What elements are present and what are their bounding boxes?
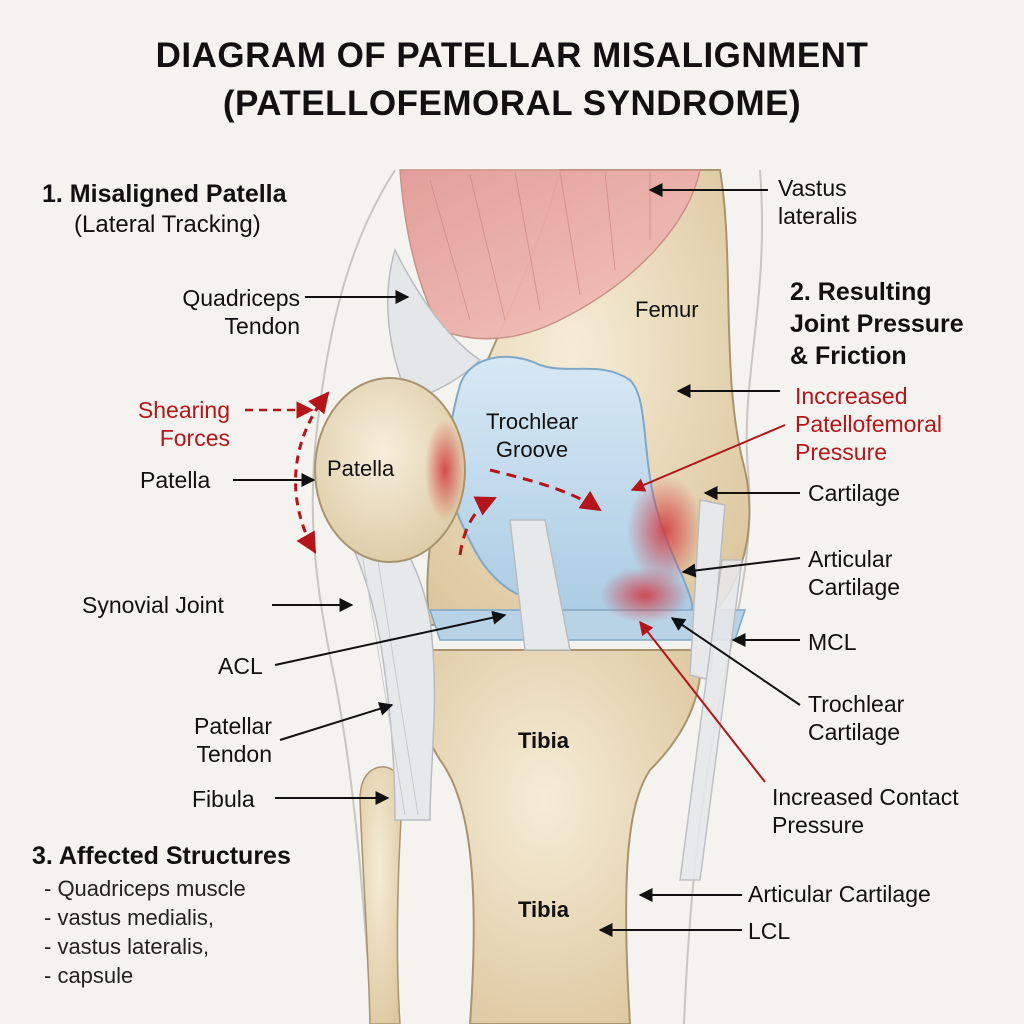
label-shearing-forces: Shearing Forces	[137, 397, 230, 451]
section2-line-3: & Friction	[790, 342, 907, 370]
list-item: - vastus medialis,	[44, 905, 214, 930]
label-patella: Patella	[140, 467, 211, 493]
label-articular-cartilage-lower: Articular Cartilage	[748, 881, 931, 907]
section2-line-1: 2. Resulting	[790, 278, 932, 306]
label-quadriceps-tendon: Quadriceps Tendon	[182, 285, 300, 339]
label-trochlear-cartilage: Trochlear Cartilage	[808, 691, 905, 745]
title-line-2: (PATELLOFEMORAL SYNDROME)	[222, 84, 802, 123]
page-title: DIAGRAM OF PATELLAR MISALIGNMENT (PATELL…	[0, 32, 1024, 128]
section1-heading: 1. Misaligned Patella	[42, 180, 287, 208]
label-tibia-upper: Tibia	[518, 728, 569, 753]
label-patellar-tendon: Patellar Tendon	[194, 713, 272, 767]
label-tibia-lower: Tibia	[518, 897, 569, 922]
label-synovial-joint: Synovial Joint	[82, 592, 224, 618]
label-acl: ACL	[218, 653, 263, 679]
section3-heading: 3. Affected Structures	[32, 842, 291, 870]
label-fibula: Fibula	[192, 786, 255, 812]
list-item: - Quadriceps muscle	[44, 876, 246, 901]
list-item: - vastus lateralis,	[44, 934, 210, 959]
label-increased-contact-pressure: Increased Contact Pressure	[772, 784, 959, 838]
list-item: - capsule	[44, 963, 134, 988]
label-mcl: MCL	[808, 629, 857, 655]
label-femur: Femur	[635, 297, 699, 322]
section2-line-2: Joint Pressure	[790, 310, 964, 338]
label-vastus-lateralis: Vastus lateralis	[778, 175, 858, 229]
label-articular-cartilage-upper: Articular Cartilage	[808, 546, 901, 600]
label-lcl: LCL	[748, 918, 791, 944]
label-increased-patellofemoral-pressure: Inccreased Patellofemoral Pressure	[795, 383, 943, 465]
affected-structures-list: - Quadriceps muscle - vastus medialis, -…	[44, 874, 246, 990]
label-cartilage: Cartilage	[808, 480, 901, 506]
title-line-1: DIAGRAM OF PATELLAR MISALIGNMENT	[155, 36, 869, 75]
label-patella-inner: Patella	[327, 456, 395, 481]
label-trochlear-groove: Trochlear Groove	[485, 409, 579, 462]
section1-subheading: (Lateral Tracking)	[74, 211, 261, 238]
